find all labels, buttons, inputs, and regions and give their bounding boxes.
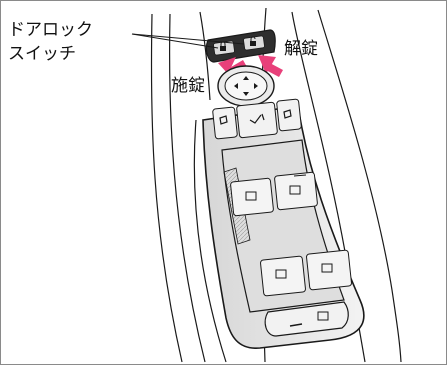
window-switch-icon [275,269,287,279]
window-switch-block [221,139,352,313]
door-lock-switch-label-line2: スイッチ [8,44,76,64]
window-lock-icon [317,311,329,321]
window-switch-rear-left[interactable] [260,255,306,297]
window-lock-button[interactable] [264,301,349,337]
mirror-fold-icon [249,113,265,124]
mirror-right-button[interactable] [276,98,302,132]
unlock-arrow [258,55,283,77]
window-switch-icon [321,263,333,273]
unlock-label: 解錠 [284,39,318,59]
lock-label: 施錠 [171,76,205,96]
window-switch-icon [245,191,257,201]
window-switch-rear-right[interactable] [306,249,352,291]
callout-leader-lines [131,33,245,49]
mirror-adjust-icon [219,109,292,125]
window-switch-front-right[interactable] [274,171,318,211]
unlock-button-icon [250,36,256,46]
window-switch-front-left[interactable] [230,177,274,217]
door-lock-switch-label-line1: ドアロック [8,20,93,40]
window-switch-icon [289,185,301,195]
door-lock-switch[interactable] [205,29,276,63]
mirror-control-knob[interactable] [217,65,275,107]
